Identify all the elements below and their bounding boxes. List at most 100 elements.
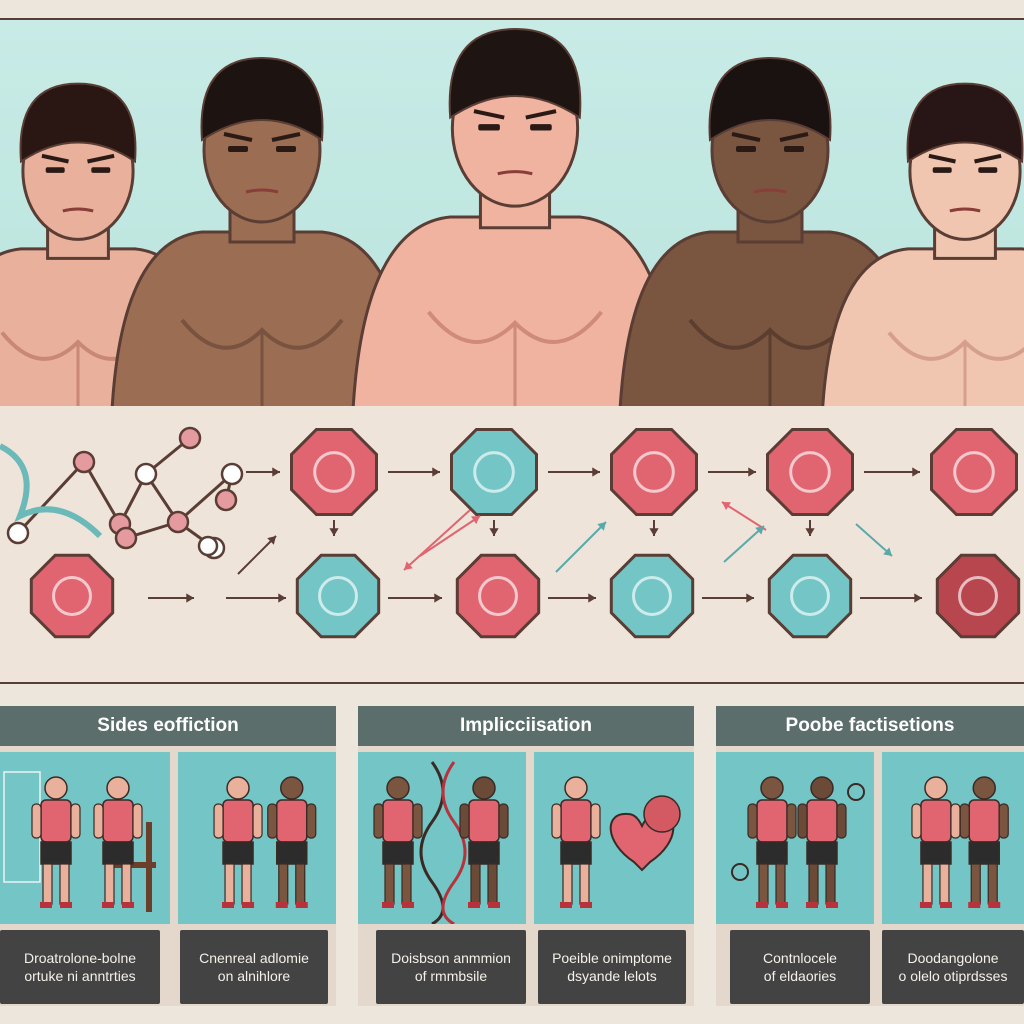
brow [223,132,253,142]
arrowhead [272,467,280,477]
shoe [806,902,818,908]
scene-panel-1a [0,752,170,924]
shirt [560,799,592,843]
shoe [222,902,235,908]
leg [775,863,786,905]
shirt [806,799,838,843]
ribbon [0,443,103,539]
scene-illustration [911,776,1009,908]
scene-panel-1b [178,752,336,924]
shorts [968,841,1000,865]
arrowhead [883,547,892,556]
arrowhead [267,536,276,545]
eye [736,146,756,152]
shoe [122,902,134,908]
brow [928,153,956,164]
arrowhead [186,593,194,603]
mouth [753,188,787,194]
hair [19,82,137,164]
scene-illustration [373,761,509,924]
arrowhead [588,593,596,603]
chair-seat [110,862,156,868]
scene-illustration [731,776,865,908]
connector-arrow [555,521,607,573]
athlete-figure [93,776,143,908]
icon-frame [766,428,854,516]
shorts [40,841,72,865]
caption-line: of eldaories [763,968,837,984]
leg [121,863,132,905]
shoe [968,902,981,908]
bond [82,461,122,525]
icon-glyph [958,576,998,616]
brow [473,109,505,120]
connector-arrow [403,509,471,571]
virus-icon [847,783,865,801]
leg [922,863,933,905]
caption-line: Cnenreal adlomie [199,950,309,966]
brow [525,109,557,120]
atom [214,488,238,512]
arrowhead [278,593,286,603]
head [106,776,130,800]
athlete-figure [797,776,847,908]
head [760,776,784,800]
caption-line: ortuke ni anntrties [24,968,136,984]
icon-frame [767,553,853,639]
arm [498,803,509,839]
brow [779,132,809,142]
icon-frame [29,553,115,639]
leg [470,863,481,905]
scene-illustration [551,776,681,908]
eye [228,146,248,152]
eye [978,167,998,173]
panel-implications: Implicciisation Doisbson anmmion of rmmb… [358,706,694,1006]
dna-strand [441,761,467,924]
arrowhead [649,528,659,536]
lungs-icon [455,553,541,639]
shoe [939,902,952,908]
figure [110,56,414,406]
connector-arrow [419,515,481,557]
torso [821,247,1024,406]
shirt [756,799,788,843]
shirt [920,799,952,843]
shirt [222,799,254,843]
panel-possible-factors: Poobe factisetions Contnlocele of eldaor… [716,706,1024,1006]
shoe [402,902,414,908]
athlete-figure [213,776,263,908]
shirt [968,799,1000,843]
hair [906,82,1024,164]
shorts [276,841,308,865]
shoe [560,902,572,908]
shorts [756,841,788,865]
atom [178,426,202,450]
cell-icon [643,795,681,833]
athlete-figure [267,776,317,908]
caption-line: of rmmbsile [414,968,488,984]
atom [197,535,219,557]
arm [31,803,42,839]
leg [579,863,590,905]
shorts [102,841,134,865]
panel-title: Implicciisation [358,706,694,746]
shoe [488,902,500,908]
arm [590,803,601,839]
head [972,776,996,800]
dna-strand [419,761,445,924]
athlete-figure [911,776,961,908]
arm [267,803,278,839]
arm [459,803,470,839]
arrowhead [805,528,815,536]
leg [487,863,498,905]
eye [530,124,552,131]
leg [295,863,306,905]
virus-icon [935,553,1021,639]
shirt [382,799,414,843]
icon-frame [610,428,698,516]
mouth [497,170,533,176]
shoe [580,902,592,908]
scene-panel-3b [882,752,1024,924]
caption-line: Droatrolone-bolne [23,950,137,966]
panel-side-effects: Sides eoffiction Droatrolone-bolne ortuk… [0,706,336,1006]
